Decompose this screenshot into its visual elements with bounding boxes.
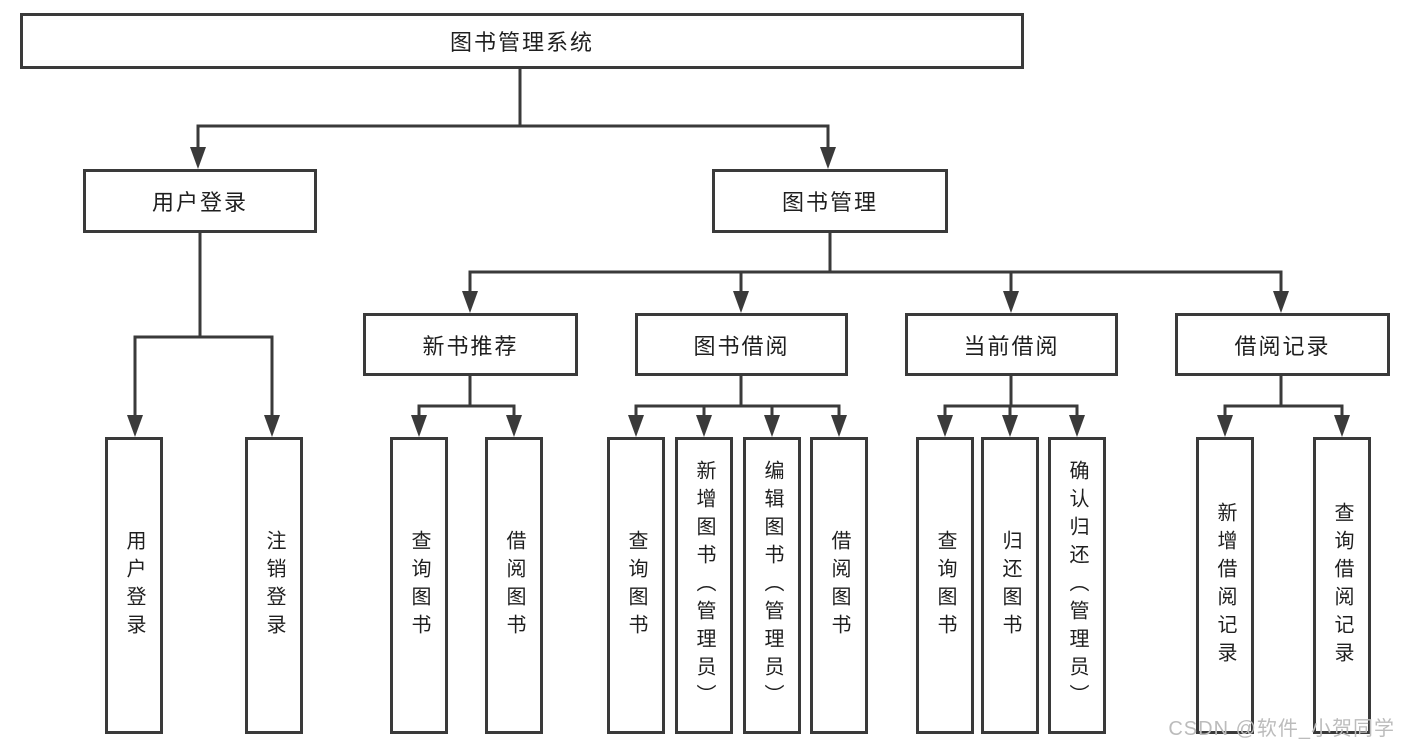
node-new-book-recommendation: 新书推荐	[363, 313, 578, 376]
node-library-management-system: 图书管理系统	[20, 13, 1024, 69]
leaf-add-borrow-record: 新增借阅记录	[1196, 437, 1254, 734]
node-book-management: 图书管理	[712, 169, 948, 233]
leaf-query-books-borrowing: 查询图书	[607, 437, 665, 734]
leaf-borrow-books-borrowing: 借阅图书	[810, 437, 868, 734]
leaf-query-borrow-record: 查询借阅记录	[1313, 437, 1371, 734]
leaf-query-books-current: 查询图书	[916, 437, 974, 734]
leaf-borrow-books-recommend: 借阅图书	[485, 437, 543, 734]
leaf-return-books: 归还图书	[981, 437, 1039, 734]
leaf-confirm-return-admin: 确认归还（管理员）	[1048, 437, 1106, 734]
leaf-user-login: 用户登录	[105, 437, 163, 734]
node-user-login: 用户登录	[83, 169, 317, 233]
node-borrowing-records: 借阅记录	[1175, 313, 1390, 376]
leaf-add-books-admin: 新增图书（管理员）	[675, 437, 733, 734]
leaf-edit-books-admin: 编辑图书（管理员）	[743, 437, 801, 734]
leaf-logout-login: 注销登录	[245, 437, 303, 734]
node-book-borrowing: 图书借阅	[635, 313, 848, 376]
node-current-borrowing: 当前借阅	[905, 313, 1118, 376]
watermark-text: CSDN @软件_小贺同学	[1168, 718, 1395, 740]
leaf-query-books-recommend: 查询图书	[390, 437, 448, 734]
